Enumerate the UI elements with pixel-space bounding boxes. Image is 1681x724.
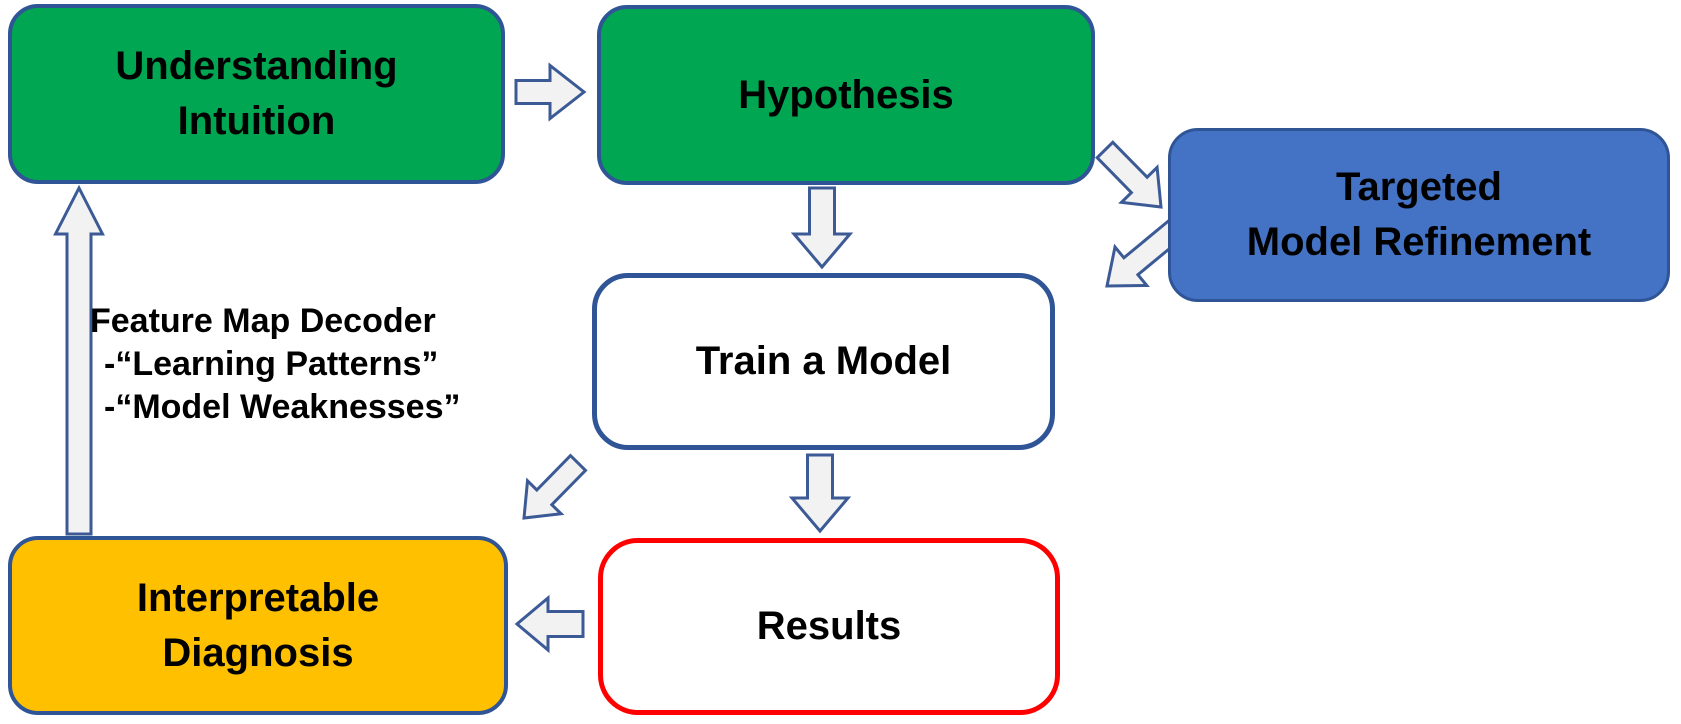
node-interpretable-diagnosis: Interpretable Diagnosis xyxy=(8,536,508,715)
arrow-train-to-diagnosis-icon xyxy=(522,453,588,520)
arrow-results-to-diagnosis-icon xyxy=(514,594,585,654)
node-train-a-model: Train a Model xyxy=(592,273,1055,450)
annotation-line: Feature Map Decoder xyxy=(90,302,436,340)
arrow-hypothesis-to-train-icon xyxy=(790,186,854,270)
node-label: Hypothesis xyxy=(738,72,954,117)
node-label: Targeted Model Refinement xyxy=(1246,165,1592,264)
annotation-line: -“Model Weaknesses” xyxy=(104,388,461,426)
arrow-train-to-results-icon xyxy=(788,453,852,534)
arrow-hypothesis-to-refinement-icon xyxy=(1095,140,1163,209)
node-label: Interpretable Diagnosis xyxy=(136,575,380,675)
annotation-feature-map-decoder: Feature Map Decoder -“Learning Patterns”… xyxy=(90,300,461,429)
arrow-understanding-to-hypothesis-icon xyxy=(514,62,587,122)
node-targeted-model-refinement: Targeted Model Refinement xyxy=(1168,128,1670,302)
node-hypothesis: Hypothesis xyxy=(597,5,1095,185)
node-label: Train a Model xyxy=(695,339,952,383)
node-label: Understanding Intuition xyxy=(115,44,398,143)
node-label: Results xyxy=(756,604,902,648)
node-results: Results xyxy=(598,538,1060,715)
annotation-line: -“Learning Patterns” xyxy=(104,345,439,383)
node-understanding-intuition: Understanding Intuition xyxy=(8,4,505,184)
